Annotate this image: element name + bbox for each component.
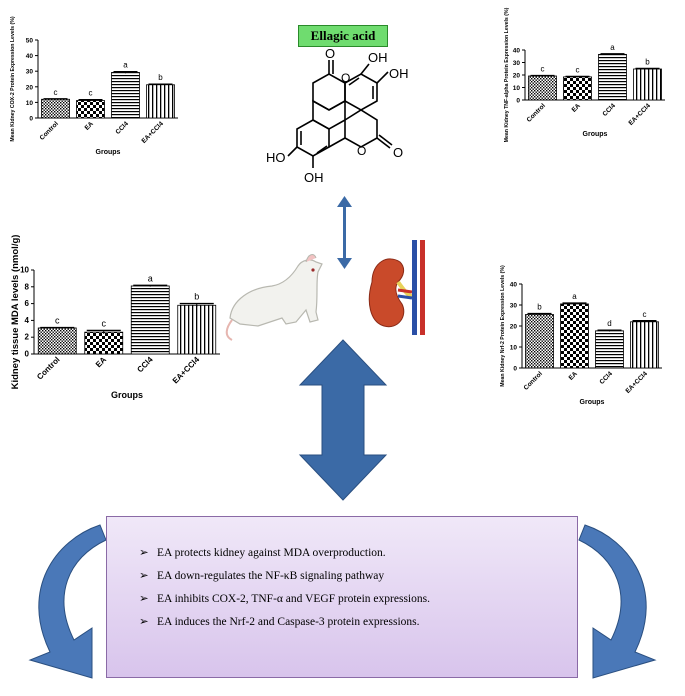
atom-o-carbonyl-bottom: O bbox=[393, 145, 403, 160]
y-tick-label: 0 bbox=[513, 366, 517, 373]
y-tick-label: 20 bbox=[510, 324, 518, 331]
x-tick-label: EA bbox=[84, 120, 96, 132]
bar-ea-ccl4 bbox=[630, 321, 659, 369]
y-tick-label: 8 bbox=[25, 282, 30, 291]
bullet-arrow-icon: ➢ bbox=[139, 616, 149, 628]
nrf2-bar-chart: 010203040bControlaEAdCCl4cEA+CCl4GroupsM… bbox=[500, 265, 662, 406]
summary-list: ➢EA protects kidney against MDA overprod… bbox=[139, 545, 430, 637]
x-axis-label: Groups bbox=[96, 149, 121, 156]
significance-letter: c bbox=[102, 318, 107, 328]
significance-letter: b bbox=[645, 58, 650, 67]
significance-letter: c bbox=[55, 316, 60, 326]
y-axis-label: Kidney tissue MDA levels (nmol/g) bbox=[10, 235, 21, 390]
atom-oh-top: OH bbox=[368, 50, 388, 65]
bar-ccl4 bbox=[111, 72, 140, 119]
significance-letter: c bbox=[89, 89, 93, 98]
significance-letter: b bbox=[158, 73, 163, 82]
y-axis-label: Mean Kidney Nrf-2 Protein Expression Lev… bbox=[500, 265, 506, 387]
significance-letter: c bbox=[643, 310, 647, 319]
y-axis-label: Mean Kidney COX-2 Protein Expression Lev… bbox=[10, 16, 16, 141]
tnf-bar-chart: 010203040cControlcEAaCCl4bEA+CCl4GroupsM… bbox=[504, 7, 665, 142]
y-tick-label: 40 bbox=[510, 282, 518, 289]
y-tick-label: 2 bbox=[25, 333, 30, 342]
bar-ea-ccl4 bbox=[633, 68, 662, 101]
summary-item: ➢EA induces the Nrf-2 and Caspase-3 prot… bbox=[139, 616, 420, 628]
bar-ea bbox=[560, 303, 589, 369]
atom-oh-bottom: OH bbox=[304, 170, 324, 185]
y-tick-label: 0 bbox=[29, 116, 33, 123]
curved-arrow-right-icon bbox=[578, 524, 657, 679]
atom-o-ring-bottom: O bbox=[357, 144, 366, 158]
significance-letter: a bbox=[148, 273, 153, 283]
y-tick-label: 4 bbox=[25, 316, 30, 325]
bar-ccl4 bbox=[130, 285, 170, 355]
y-tick-label: 20 bbox=[513, 73, 521, 80]
summary-item: ➢EA down-regulates the NF-κB signaling p… bbox=[139, 570, 385, 582]
significance-letter: c bbox=[54, 88, 58, 97]
summary-item: ➢EA protects kidney against MDA overprod… bbox=[139, 547, 386, 559]
atom-o-carbonyl-top: O bbox=[325, 46, 335, 61]
y-tick-label: 10 bbox=[26, 100, 34, 107]
bar-ccl4 bbox=[595, 330, 624, 369]
molecule-label: Ellagic acid bbox=[298, 25, 388, 47]
summary-item: ➢EA inhibits COX-2, TNF-α and VEGF prote… bbox=[139, 593, 430, 605]
y-tick-label: 30 bbox=[513, 60, 521, 67]
y-tick-label: 20 bbox=[26, 84, 34, 91]
small-double-arrow-icon bbox=[337, 196, 352, 269]
significance-letter: c bbox=[576, 66, 580, 75]
y-tick-label: 10 bbox=[513, 85, 521, 92]
summary-box: ➢EA protects kidney against MDA overprod… bbox=[106, 516, 578, 678]
kidney-illustration bbox=[368, 240, 425, 335]
bar-ea-ccl4 bbox=[177, 304, 217, 355]
y-tick-label: 10 bbox=[20, 266, 29, 275]
significance-letter: a bbox=[572, 292, 577, 301]
x-tick-label: EA bbox=[568, 370, 580, 382]
significance-letter: d bbox=[607, 319, 611, 328]
y-tick-label: 0 bbox=[516, 98, 520, 105]
significance-letter: c bbox=[541, 65, 545, 74]
y-tick-label: 0 bbox=[25, 350, 30, 359]
y-axis-label: Mean Kidney TNF-alpha Protein Expression… bbox=[504, 7, 510, 142]
mda-bar-chart: 0246810cControlcEAaCCl4bEA+CCl4GroupsKid… bbox=[10, 235, 220, 400]
bar-control bbox=[37, 327, 77, 355]
y-tick-label: 30 bbox=[26, 69, 34, 76]
bar-control bbox=[528, 75, 557, 101]
curved-arrow-left-icon bbox=[28, 524, 107, 679]
y-tick-label: 40 bbox=[26, 53, 34, 60]
x-axis-label: Groups bbox=[583, 131, 608, 138]
bullet-arrow-icon: ➢ bbox=[139, 593, 149, 605]
bar-ccl4 bbox=[598, 53, 627, 101]
significance-letter: b bbox=[194, 292, 199, 302]
big-double-arrow-icon bbox=[298, 339, 388, 501]
x-tick-label: EA bbox=[571, 102, 583, 114]
atom-o-ring-top: O bbox=[341, 71, 350, 85]
bullet-arrow-icon: ➢ bbox=[139, 570, 149, 582]
y-tick-label: 40 bbox=[513, 48, 521, 55]
significance-letter: a bbox=[123, 61, 128, 70]
atom-ho-left: HO bbox=[266, 150, 286, 165]
bullet-arrow-icon: ➢ bbox=[139, 547, 149, 559]
rat-illustration bbox=[225, 254, 323, 341]
y-tick-label: 50 bbox=[26, 38, 34, 45]
y-tick-label: 10 bbox=[510, 345, 518, 352]
significance-letter: b bbox=[537, 303, 542, 312]
significance-letter: a bbox=[610, 43, 615, 52]
atom-oh-right: OH bbox=[389, 66, 409, 81]
x-axis-label: Groups bbox=[580, 399, 605, 406]
y-tick-label: 6 bbox=[25, 299, 30, 308]
y-tick-label: 30 bbox=[510, 303, 518, 310]
x-axis-label: Groups bbox=[111, 390, 143, 400]
